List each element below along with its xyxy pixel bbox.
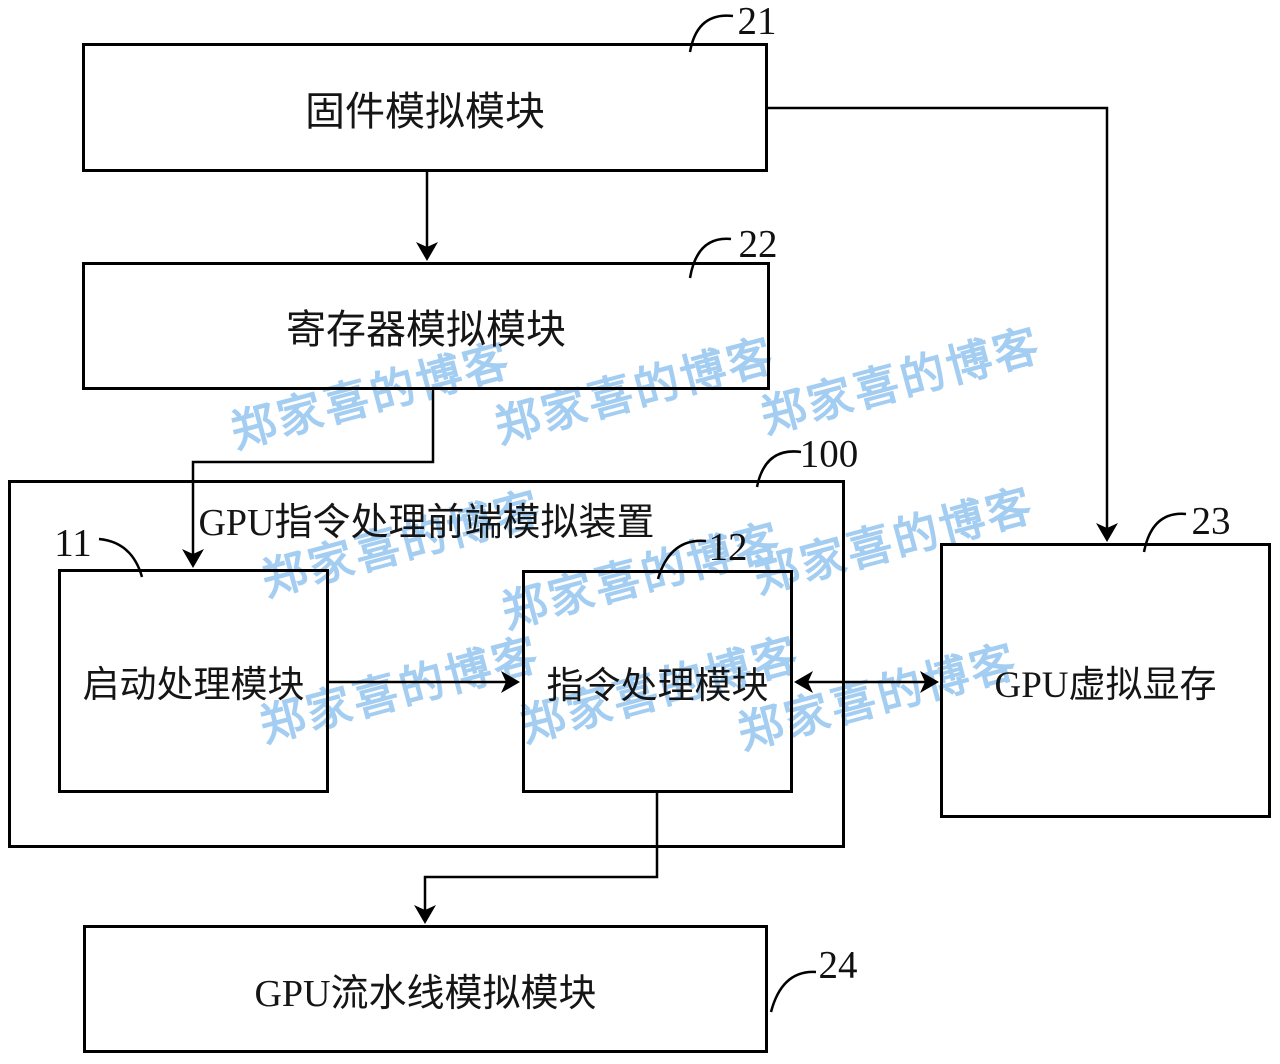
ref-label-24: 24 <box>818 943 858 987</box>
block-firmware-label: 固件模拟模块 <box>305 88 545 134</box>
block-vram: GPU虚拟显存 <box>940 543 1271 818</box>
arrowhead-down-pipeline <box>414 905 436 924</box>
block-register-module: 寄存器模拟模块 <box>82 262 770 390</box>
ref-label-21: 21 <box>737 0 777 43</box>
ref-label-22: 22 <box>738 222 778 266</box>
block-firmware-module: 固件模拟模块 <box>82 43 768 172</box>
block-boot-label: 启动处理模块 <box>82 665 305 706</box>
watermark-text: 郑家喜的博客 <box>755 318 1047 443</box>
block-vram-label: GPU虚拟显存 <box>994 664 1217 706</box>
block-register-label: 寄存器模拟模块 <box>286 307 566 352</box>
block-pipeline-label: GPU流水线模拟模块 <box>254 972 597 1015</box>
block-instruction-module: 指令处理模块 <box>522 570 793 793</box>
ref-label-100: 100 <box>799 432 859 476</box>
ref-label-12: 12 <box>708 525 748 569</box>
ref-label-23: 23 <box>1191 499 1231 543</box>
block-pipeline-module: GPU流水线模拟模块 <box>83 925 768 1053</box>
ref-label-11: 11 <box>54 521 92 565</box>
block-boot-module: 启动处理模块 <box>58 569 329 793</box>
leader-curve-24 <box>769 970 817 1013</box>
block-instruction-label: 指令处理模块 <box>546 665 769 707</box>
arrowhead-down-vram <box>1096 523 1118 542</box>
arrowhead-down-register <box>416 242 438 261</box>
